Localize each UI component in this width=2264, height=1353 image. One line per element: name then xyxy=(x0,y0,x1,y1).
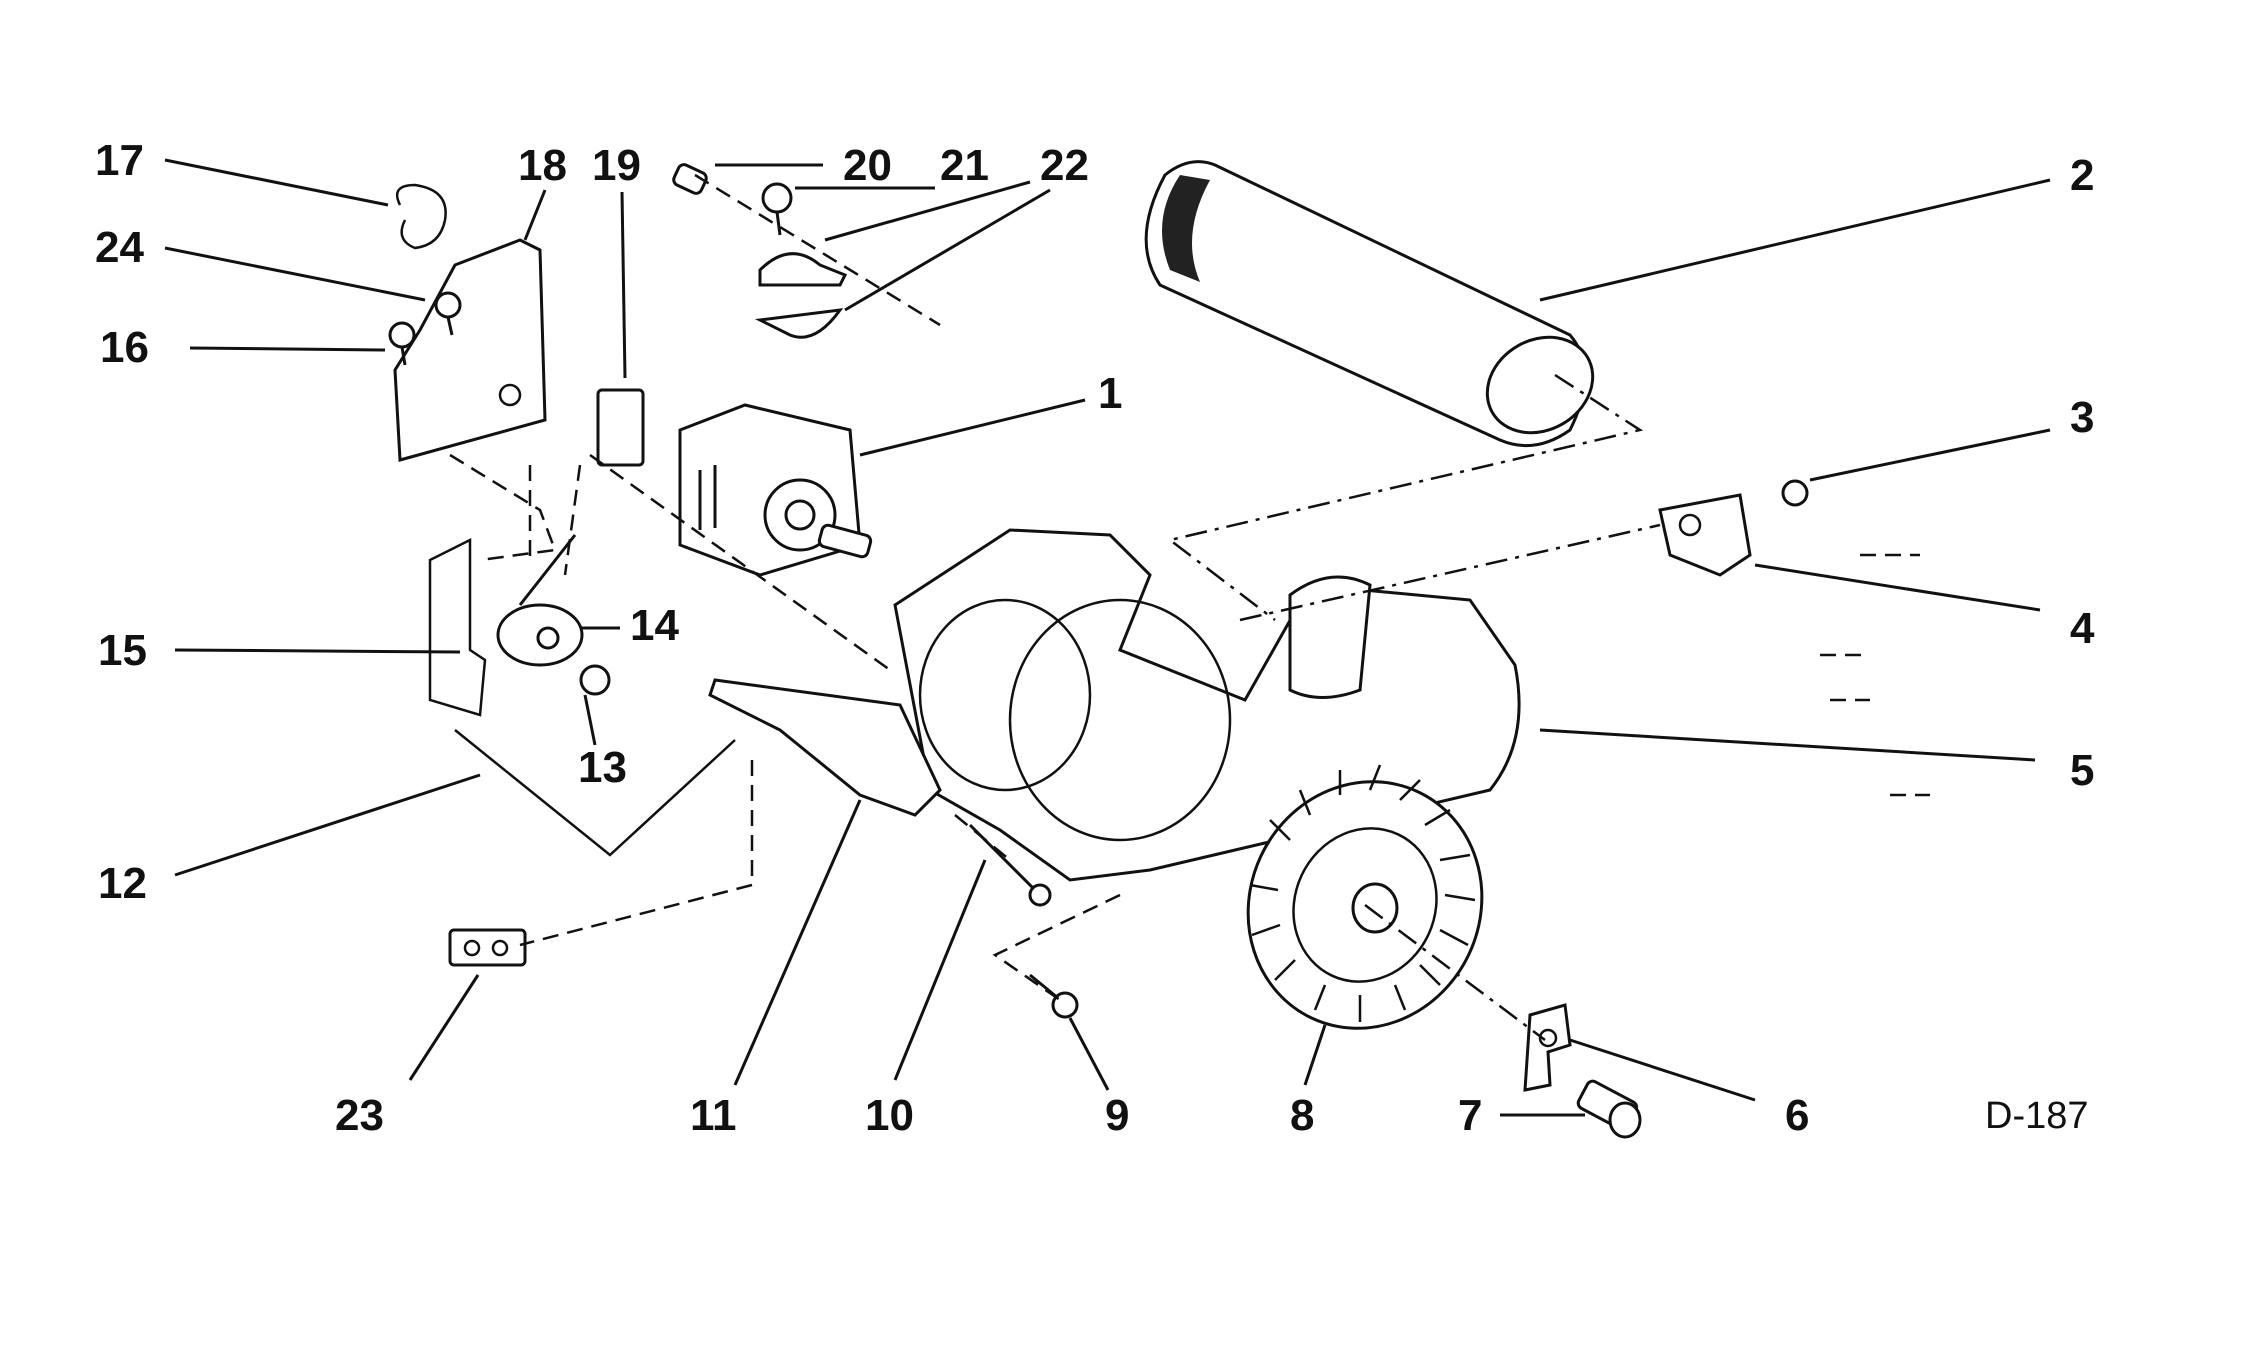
belt-wire-drawing xyxy=(454,729,736,857)
clip-drawing xyxy=(395,183,447,250)
motor-bracket-drawing xyxy=(393,238,547,462)
switch-drawing xyxy=(448,928,527,967)
part-label-12: 12 xyxy=(98,859,147,908)
part-label-19: 19 xyxy=(592,141,641,190)
part-label-20: 20 xyxy=(843,141,892,190)
alignment-lines xyxy=(449,173,1930,1041)
part-label-5: 5 xyxy=(2070,746,2094,795)
part-label-1: 1 xyxy=(1098,369,1122,418)
part-label-24: 24 xyxy=(95,223,144,272)
duct-tube-drawing xyxy=(1144,160,1595,448)
part-label-11: 11 xyxy=(690,1091,737,1140)
part-label-17: 17 xyxy=(95,136,144,185)
part-label-9: 9 xyxy=(1105,1091,1129,1140)
part-label-21: 21 xyxy=(940,141,989,190)
idler-assembly-drawing xyxy=(428,534,611,717)
leader-lines xyxy=(164,158,2051,1117)
part-label-2: 2 xyxy=(2070,151,2094,200)
drawing-code: D-187 xyxy=(1985,1095,2089,1137)
part-label-23: 23 xyxy=(335,1091,384,1140)
housing-screw-drawing xyxy=(1051,991,1079,1019)
thermostat-drawing xyxy=(1658,479,1809,577)
part-label-8: 8 xyxy=(1290,1091,1314,1140)
part-label-4: 4 xyxy=(2070,604,2095,653)
part-label-3: 3 xyxy=(2070,393,2094,442)
bolt-drawing xyxy=(1576,1079,1642,1139)
part-label-7: 7 xyxy=(1458,1091,1482,1140)
part-label-15: 15 xyxy=(98,626,147,675)
part-label-16: 16 xyxy=(100,323,149,372)
part-label-6: 6 xyxy=(1785,1091,1809,1140)
connector-block-drawing xyxy=(596,388,645,467)
part-labels: 17 18 19 20 21 22 24 16 2 1 3 14 4 15 13… xyxy=(95,136,2095,1140)
bracket-screws-drawing xyxy=(388,291,462,366)
part-label-13: 13 xyxy=(578,743,627,792)
motor-drawing xyxy=(678,403,873,577)
base-drawing xyxy=(708,678,942,817)
clamp-assembly-drawing xyxy=(672,163,848,339)
retainer-drawing xyxy=(1523,1003,1572,1092)
part-label-18: 18 xyxy=(518,141,567,190)
part-label-22: 22 xyxy=(1040,141,1089,190)
part-label-10: 10 xyxy=(865,1091,914,1140)
part-label-14: 14 xyxy=(630,601,679,650)
